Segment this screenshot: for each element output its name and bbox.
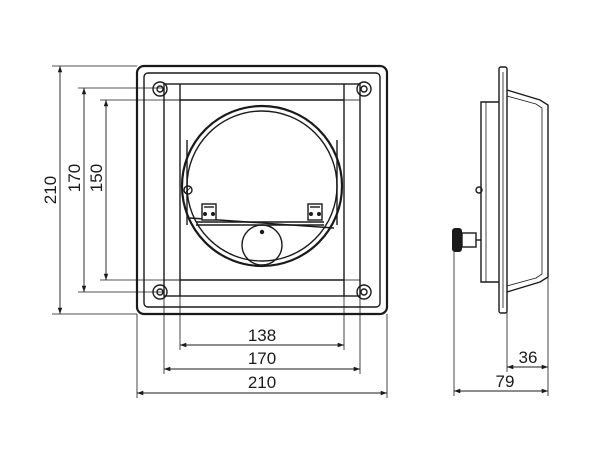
- side-knob: [452, 228, 481, 252]
- screw-bottom-right: [356, 284, 372, 300]
- side-flange: [498, 66, 508, 314]
- side-body: [480, 101, 499, 283]
- dim-label-opening-width: 138: [248, 326, 276, 345]
- hinge-bracket-left: [201, 203, 217, 221]
- cover-inner-line: [506, 95, 543, 287]
- hinge-bracket-right: [307, 203, 323, 221]
- dim-label-opening-height: 150: [87, 164, 106, 192]
- damper-ring-outer: [180, 104, 344, 268]
- dim-label-overall-height: 210: [41, 176, 60, 204]
- side-cover: [506, 89, 549, 293]
- damper-ring-inner: [186, 110, 338, 262]
- outer-frame: [135, 64, 389, 316]
- side-screw-head: [475, 186, 483, 194]
- side-screw: [183, 185, 193, 195]
- side-view: 36 79: [452, 66, 549, 396]
- dim-label-overall-width: 210: [248, 373, 276, 392]
- center-knob-pin: [259, 229, 265, 235]
- outer-frame-inner-edge: [143, 72, 381, 308]
- screw-top-right: [356, 81, 372, 97]
- center-knob: [241, 224, 283, 266]
- front-dimensions: 210 170 150 138 170 210: [41, 65, 388, 398]
- inner-plate: [163, 83, 361, 297]
- dim-label-depth-flange: 36: [519, 348, 538, 367]
- dim-label-inner-height: 170: [65, 164, 84, 192]
- front-view: [135, 64, 389, 316]
- dim-label-depth-total: 79: [496, 372, 515, 391]
- dim-label-inner-width: 170: [248, 349, 276, 368]
- screw-top-left: [152, 81, 168, 97]
